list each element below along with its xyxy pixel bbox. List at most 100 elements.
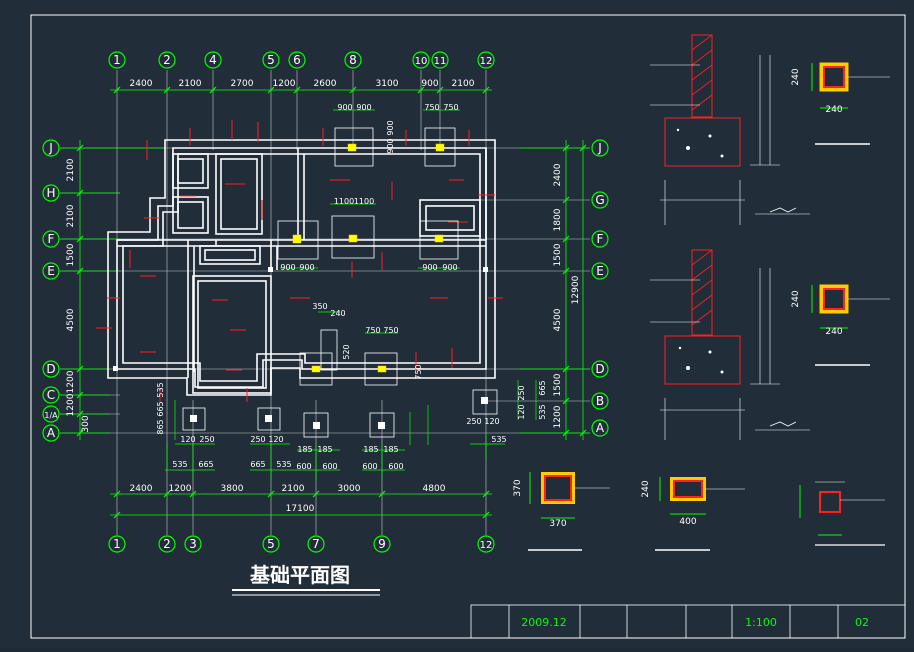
dim-left-1: 2100 xyxy=(66,158,76,181)
axis-right-D: D xyxy=(595,362,604,376)
wall-section-1 xyxy=(650,34,810,225)
col-size-4: 240 xyxy=(825,327,842,337)
axis-bottom-3-circle xyxy=(184,535,202,553)
axis-left-H: H xyxy=(46,186,55,200)
ftg-dim-12: 600 xyxy=(388,462,403,471)
ftg-dim-4: 120 xyxy=(268,435,283,444)
axis-bottom-7: 7 xyxy=(312,537,320,551)
pad-dim-7: 900 xyxy=(280,263,295,272)
axis-right-G: G xyxy=(595,193,604,207)
axis-left-F: F xyxy=(48,232,55,246)
pad-dim-4: 750 xyxy=(443,103,458,112)
axis-bottom-2: 2 xyxy=(163,537,171,551)
axis-bottom-2-circle xyxy=(158,535,176,553)
axis-left-A: A xyxy=(47,426,56,440)
column-detail-4: 240 400 xyxy=(641,477,745,551)
pad-dim-6: 1100 xyxy=(354,197,374,206)
axis-bottom-5-circle xyxy=(262,535,280,553)
axis-top-6: 6 xyxy=(293,53,301,67)
axis-left-1/A: 1/A xyxy=(44,411,58,420)
axis-bottom-1-circle xyxy=(108,535,126,553)
dim-right-1: 2400 xyxy=(553,163,563,186)
pad-dim-16: 750 xyxy=(383,326,398,335)
pad-dim-13: 350 xyxy=(312,302,327,311)
ftg-dim-17: 535 xyxy=(538,404,547,419)
pad-dim-11: 900 xyxy=(386,138,395,153)
axis-left-E: E xyxy=(47,264,55,278)
axis-top-5-circle xyxy=(262,51,280,69)
ftg-dim-22: 120 xyxy=(484,417,499,426)
axis-left-A-circle xyxy=(42,424,60,442)
axis-left-F-circle xyxy=(42,230,60,248)
pad-dim-8: 900 xyxy=(299,263,314,272)
pad-dim-18: 750 xyxy=(414,364,423,379)
column-detail-3: 370 370 xyxy=(513,472,610,551)
dim-bottom-4: 2100 xyxy=(282,484,305,494)
axis-left-D-circle xyxy=(42,360,60,378)
dim-left-5: 1200 xyxy=(66,370,76,393)
ftg-dim-6: 185 xyxy=(317,445,332,454)
pad-dim-15: 750 xyxy=(365,326,380,335)
ftg-dim-8: 185 xyxy=(383,445,398,454)
col-size-7: 240 xyxy=(641,480,651,497)
axis-top-12-circle xyxy=(477,51,495,69)
column-markers xyxy=(292,143,445,373)
dim-top-6: 3100 xyxy=(376,79,399,89)
ftg-dim-23: 535 xyxy=(491,435,506,444)
axis-bottom-9-circle xyxy=(373,535,391,553)
axis-left-E-circle xyxy=(42,262,60,280)
axis-bottom-7-circle xyxy=(307,535,325,553)
axis-top-8: 8 xyxy=(349,53,357,67)
pad-dim-10: 900 xyxy=(442,263,457,272)
axis-bottom-1: 1 xyxy=(113,537,121,551)
ftg-dim-18: 665 xyxy=(538,380,547,395)
dim-top-4: 1200 xyxy=(273,79,296,89)
axis-bottom-5: 5 xyxy=(267,537,275,551)
axis-top-12: 12 xyxy=(480,56,493,67)
dim-right-4: 4500 xyxy=(553,308,563,331)
dim-left-4: 4500 xyxy=(66,308,76,331)
sheet-border xyxy=(30,14,906,639)
dim-right-total: 12900 xyxy=(571,275,581,304)
axis-left-J-circle xyxy=(42,139,60,157)
axis-left-H-circle xyxy=(42,184,60,202)
axis-right-F: F xyxy=(597,232,604,246)
ftg-dim-2: 250 xyxy=(199,435,214,444)
ftg-dim-7: 185 xyxy=(363,445,378,454)
title-block-sheet-no: 02 xyxy=(855,616,869,629)
axis-left-J: J xyxy=(48,141,53,155)
pad-dim-3: 750 xyxy=(424,103,439,112)
axis-top-11-circle xyxy=(431,51,449,69)
drawing-title: 基础平面图 xyxy=(250,563,350,587)
dim-bottom-6: 4800 xyxy=(423,484,446,494)
axis-top-8-circle xyxy=(344,51,362,69)
col-size-1: 240 xyxy=(791,68,801,85)
axis-top-1-circle xyxy=(108,51,126,69)
column-detail-5 xyxy=(799,481,885,546)
axis-left-C-circle xyxy=(42,386,60,404)
dim-top-1: 2400 xyxy=(130,79,153,89)
ftg-dim-13: 665 xyxy=(198,460,213,469)
ftg-dim-15: 665 xyxy=(250,460,265,469)
ftg-dim-9: 600 xyxy=(296,462,311,471)
dim-bottom-1: 2400 xyxy=(130,484,153,494)
axis-top-10: 10 xyxy=(415,56,428,67)
dim-right-3: 1500 xyxy=(553,243,563,266)
axis-right-A-circle xyxy=(591,419,609,437)
pad-dim-17: 520 xyxy=(342,344,351,359)
pad-dim-14: 240 xyxy=(330,309,345,318)
axis-right-B: B xyxy=(596,394,604,408)
dim-top-5: 2600 xyxy=(314,79,337,89)
col-size-6: 370 xyxy=(549,519,566,529)
axis-right-B-circle xyxy=(591,392,609,410)
dim-top-8: 2100 xyxy=(452,79,475,89)
ftg-dim-10: 600 xyxy=(322,462,337,471)
ftg-dim-24: 665 xyxy=(156,401,165,416)
axis-left-D: D xyxy=(46,362,55,376)
axis-top-6-circle xyxy=(288,51,306,69)
dim-bottom-3: 3800 xyxy=(221,484,244,494)
ftg-dim-11: 600 xyxy=(362,462,377,471)
